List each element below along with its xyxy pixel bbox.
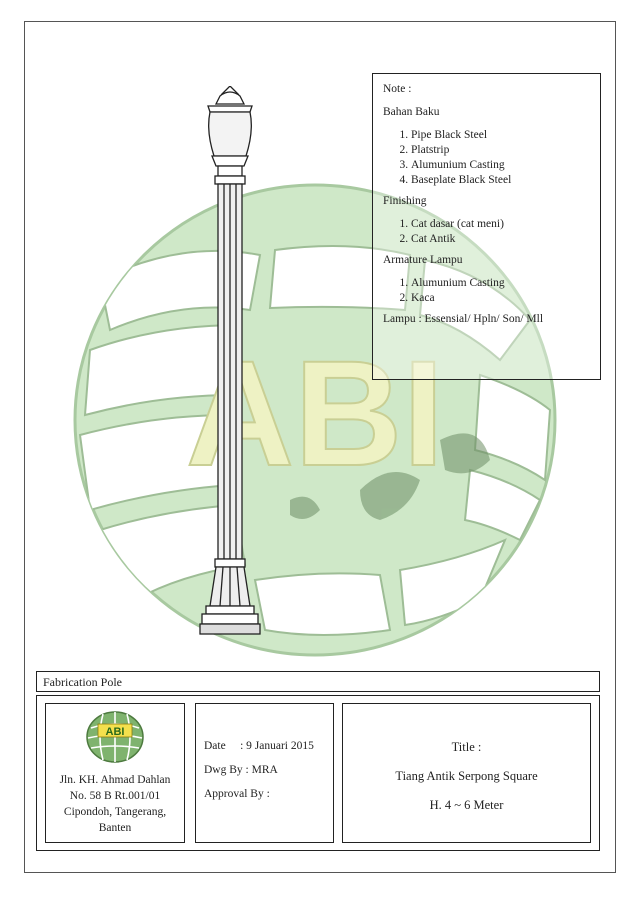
svg-text:ABI: ABI (106, 726, 125, 738)
armature-list: Alumunium Casting Kaca (383, 276, 600, 306)
drawing-meta-cell: Date : 9 Januari 2015 Dwg By : MRA Appro… (195, 703, 334, 843)
armature-title: Armature Lampu (383, 254, 463, 266)
product-name: Tiang Antik Serpong Square (395, 769, 538, 783)
finishing-list: Cat dasar (cat meni) Cat Antik (383, 217, 600, 247)
list-item: Baseplate Black Steel (411, 173, 600, 188)
list-item: Alumunium Casting (411, 158, 600, 173)
fabrication-label: Fabrication Pole (36, 671, 600, 692)
date-field: Date : 9 Januari 2015 (204, 740, 314, 752)
drawn-by-field: Dwg By : MRA (204, 764, 278, 776)
title-cell: Title : Tiang Antik Serpong Square H. 4 … (342, 703, 591, 843)
lampu-spec: Lampu : Essensial/ Hpln/ Son/ Mll (383, 313, 544, 325)
list-item: Cat Antik (411, 232, 600, 247)
lamp-pole-drawing (199, 86, 261, 635)
title-label: Title : (451, 740, 482, 754)
drawing-sheet (24, 21, 616, 873)
address-line: No. 58 B Rt.001/01 (69, 790, 161, 802)
company-address-cell: ABI Jln. KH. Ahmad Dahlan No. 58 B Rt.00… (45, 703, 185, 843)
abi-logo-icon: ABI (86, 711, 144, 763)
title-block: ABI Jln. KH. Ahmad Dahlan No. 58 B Rt.00… (36, 695, 600, 851)
list-item: Alumunium Casting (411, 276, 600, 291)
finishing-title: Finishing (383, 195, 427, 207)
list-item: Pipe Black Steel (411, 128, 600, 143)
address-text: Jln. KH. Ahmad Dahlan No. 58 B Rt.001/01… (46, 772, 184, 836)
address-line: Jln. KH. Ahmad Dahlan (59, 774, 171, 786)
product-height: H. 4 ~ 6 Meter (429, 798, 504, 812)
list-item: Kaca (411, 291, 600, 306)
approval-field: Approval By : (204, 788, 270, 800)
list-item: Cat dasar (cat meni) (411, 217, 600, 232)
note-heading: Note : (383, 83, 412, 95)
address-line: Cipondoh, Tangerang, (63, 806, 167, 818)
note-box: Note : Bahan Baku Pipe Black Steel Plats… (372, 73, 601, 380)
bahan-baku-title: Bahan Baku (383, 106, 440, 118)
bahan-baku-list: Pipe Black Steel Platstrip Alumunium Cas… (383, 128, 600, 188)
list-item: Platstrip (411, 143, 600, 158)
address-line: Banten (98, 822, 132, 834)
